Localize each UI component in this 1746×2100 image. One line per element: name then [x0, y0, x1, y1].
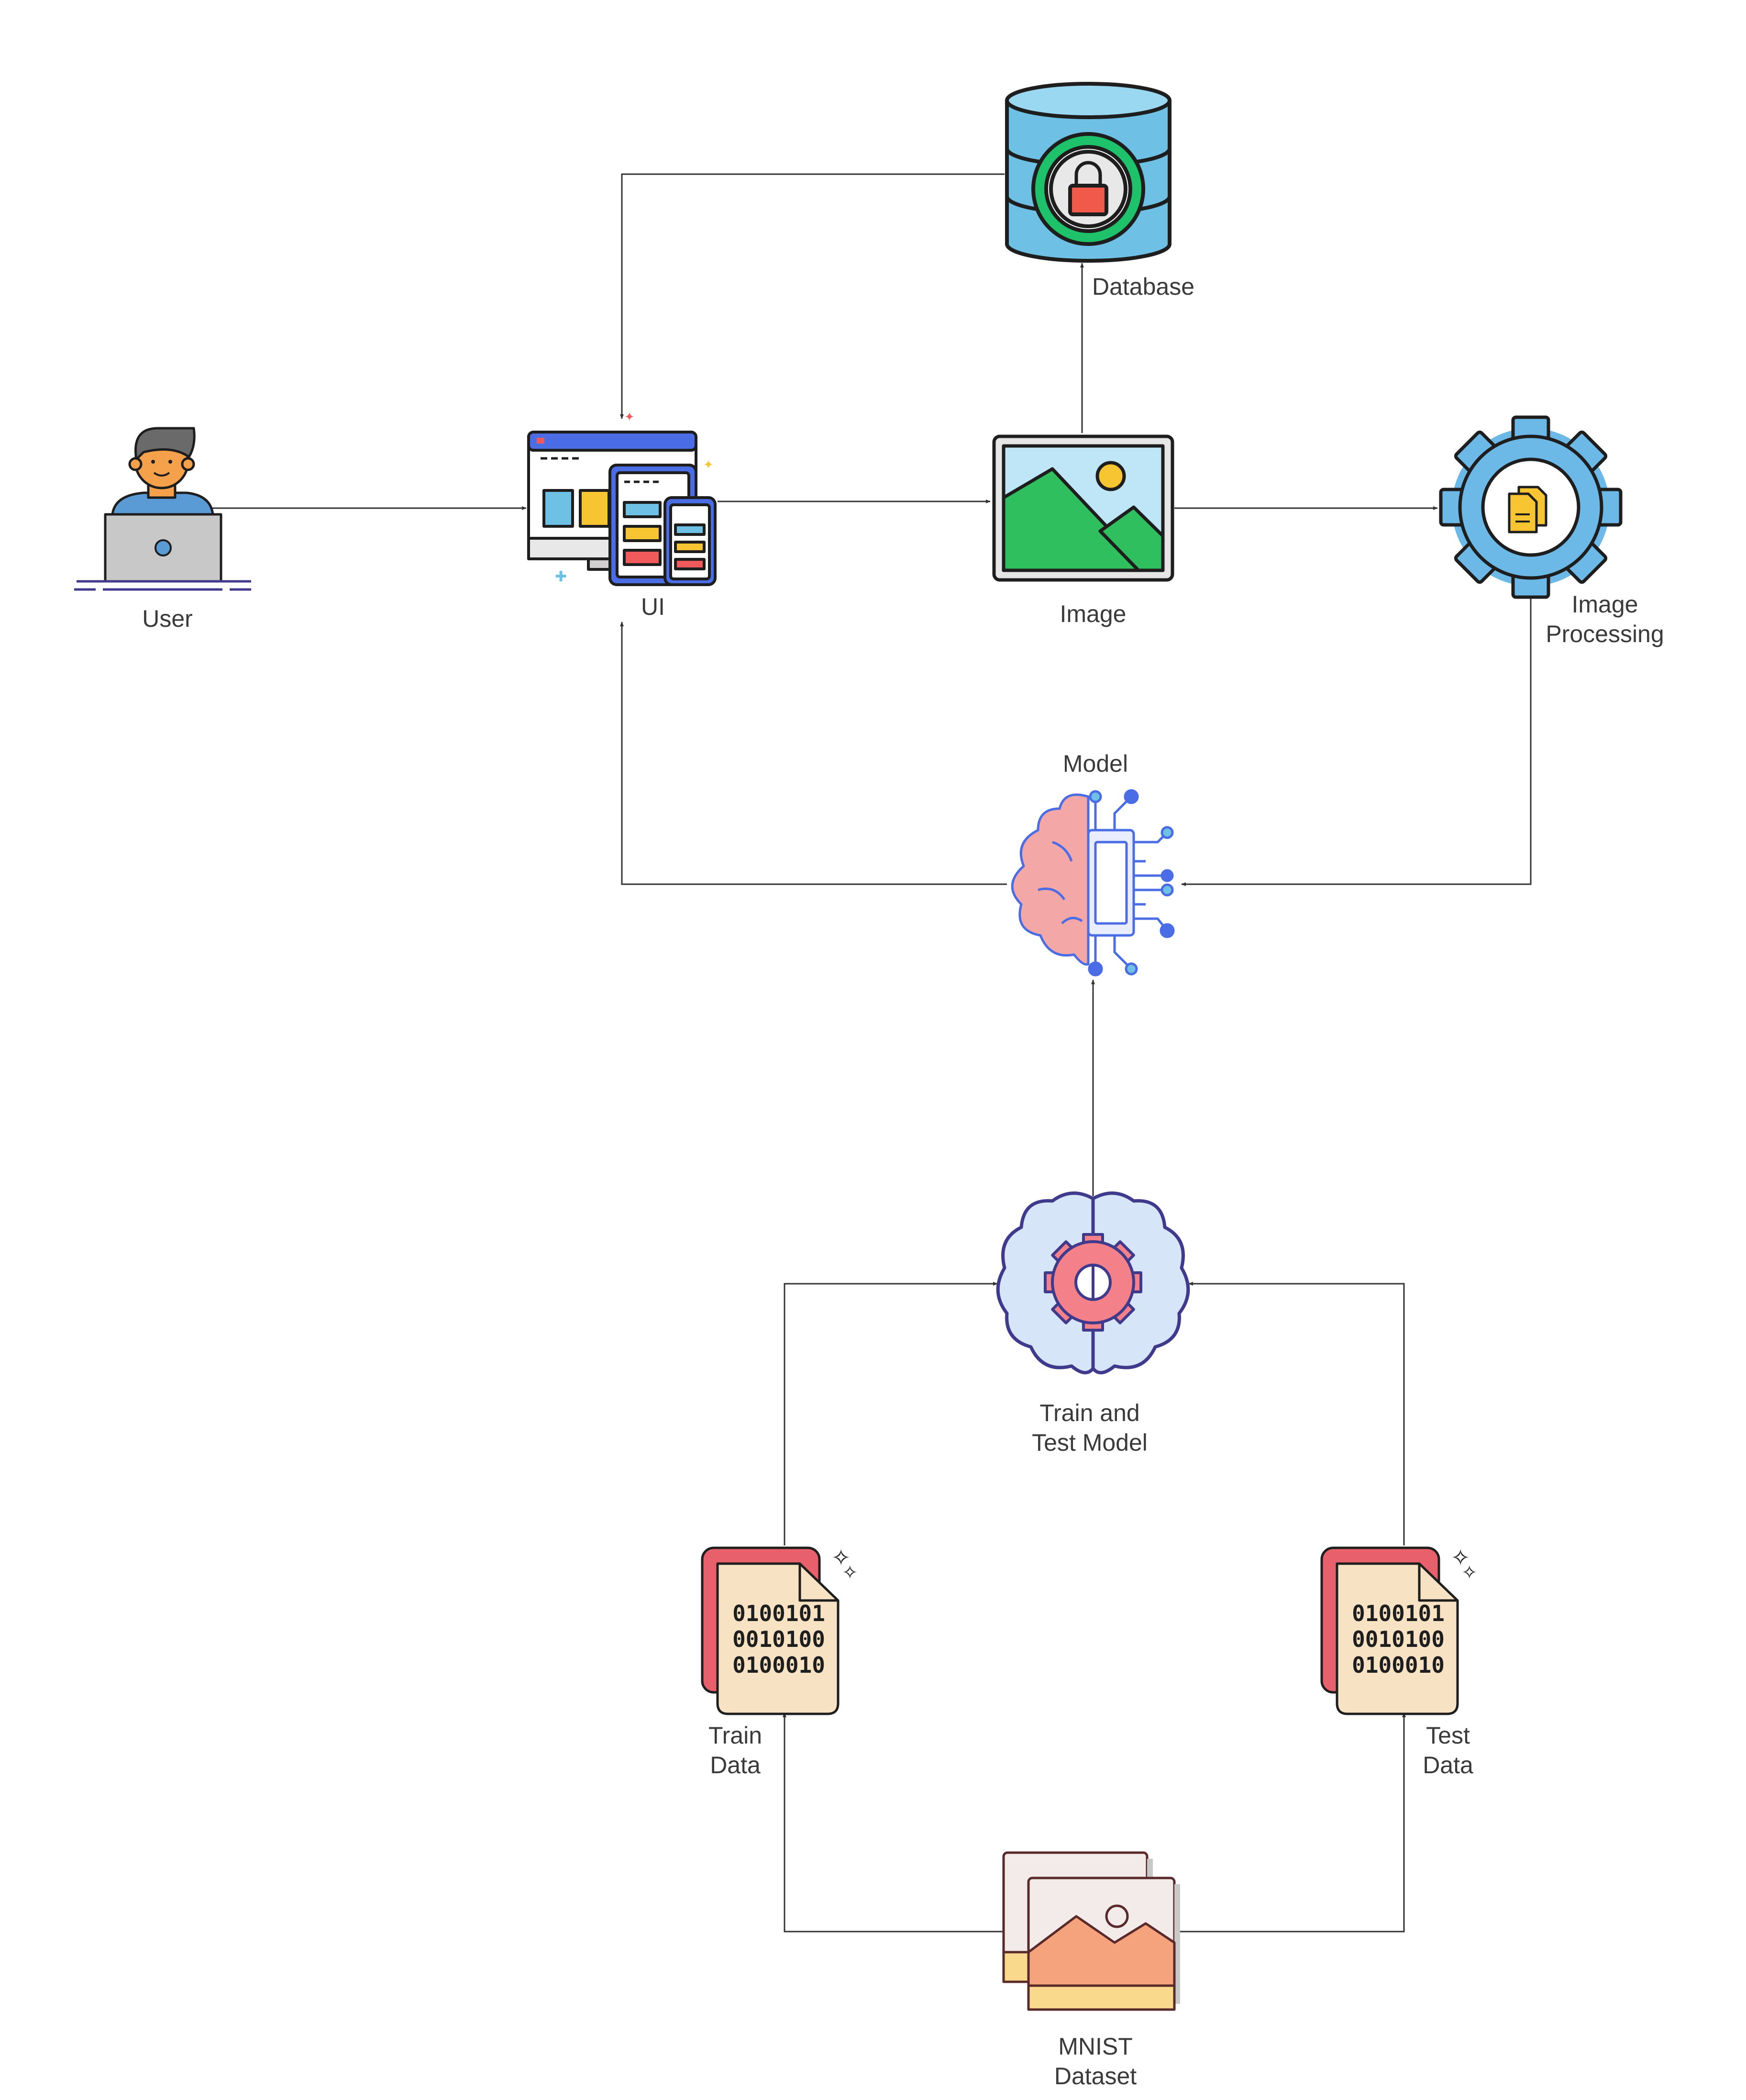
label-mnist-1: MNIST	[1058, 2033, 1133, 2060]
label-image-processing-1: Image	[1571, 591, 1638, 618]
edge-mnist-traindata	[783, 1712, 1005, 1933]
label-user: User	[142, 605, 193, 632]
svg-text:✧: ✧	[1461, 1562, 1478, 1584]
binary-file-icon: ✧ ✧	[1320, 1544, 1478, 1715]
gear-document-icon	[1439, 415, 1623, 599]
user-icon	[74, 427, 251, 591]
svg-text:✦: ✦	[624, 410, 635, 424]
ui-devices-icon: ✦ ✦ ✚	[527, 410, 717, 586]
edge-model-ui	[620, 622, 1007, 885]
label-image-processing-2: Processing	[1546, 621, 1664, 647]
svg-text:✦: ✦	[703, 458, 714, 472]
database-lock-icon	[1005, 82, 1171, 263]
svg-text:✚: ✚	[555, 568, 567, 585]
test-binary-line-3: 0100010	[1352, 1652, 1445, 1678]
train-binary-line-3: 0100010	[732, 1652, 825, 1678]
label-train-data-2: Data	[710, 1752, 761, 1778]
test-binary-line-2: 0010100	[1352, 1626, 1445, 1652]
label-model: Model	[1062, 750, 1128, 777]
train-binary-line-2: 0010100	[732, 1626, 825, 1652]
edge-processing-model	[1181, 596, 1532, 886]
image-stack-icon	[1002, 1851, 1180, 2011]
test-binary-line-1: 0100101	[1352, 1600, 1445, 1626]
label-mnist-2: Dataset	[1054, 2063, 1137, 2089]
svg-text:✧: ✧	[842, 1562, 858, 1584]
connectors	[210, 173, 1532, 1933]
edge-testdata-trainmodel	[1188, 1282, 1405, 1545]
image-icon	[992, 434, 1174, 582]
binary-file-icon: ✧ ✧	[701, 1544, 858, 1715]
edge-database-ui	[620, 173, 1005, 419]
label-train-data-1: Train	[708, 1722, 762, 1749]
svg-text:✧: ✧	[831, 1544, 851, 1571]
label-image: Image	[1060, 600, 1127, 627]
edge-mnist-testdata	[1174, 1712, 1406, 1933]
label-test-data-2: Data	[1423, 1752, 1473, 1778]
label-test-data-1: Test	[1426, 1722, 1470, 1749]
train-binary-line-1: 0100101	[732, 1600, 825, 1626]
label-ui: UI	[641, 593, 665, 620]
edge-traindata-trainmodel	[784, 1282, 998, 1545]
brain-circuit-icon	[1011, 789, 1175, 977]
label-train-test-1: Train and	[1039, 1400, 1140, 1426]
label-database: Database	[1092, 273, 1195, 300]
brain-gear-icon	[996, 1191, 1190, 1375]
label-train-test-2: Test Model	[1032, 1429, 1148, 1456]
svg-text:✧: ✧	[1451, 1544, 1470, 1571]
